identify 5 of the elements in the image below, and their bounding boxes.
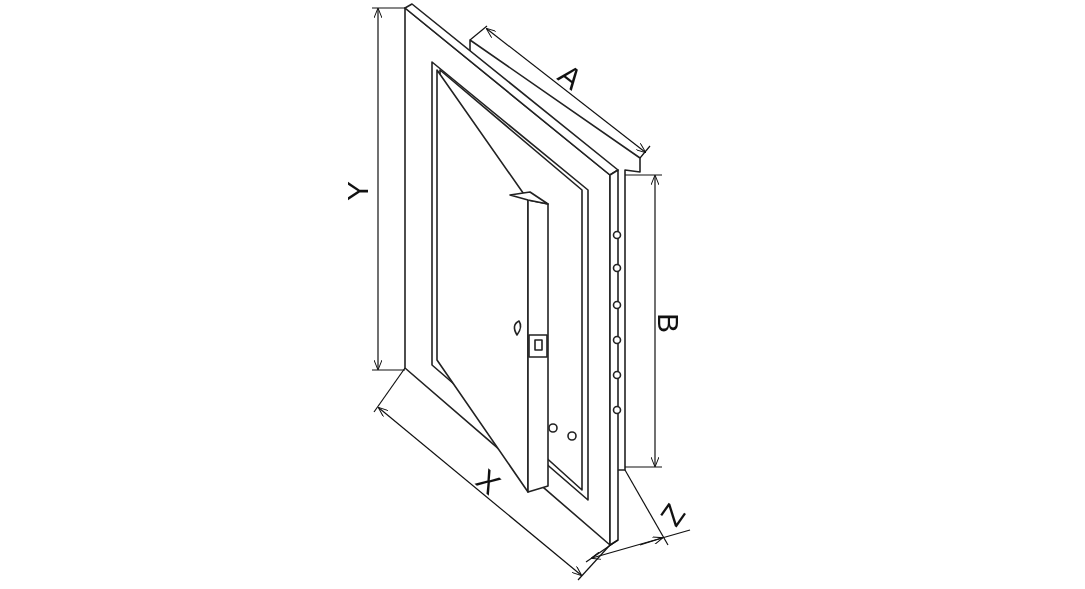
dimension-label: Z xyxy=(655,498,691,532)
dimension-label: X xyxy=(470,464,506,500)
dimension-label: B xyxy=(653,313,683,333)
dimension-label: A xyxy=(552,59,588,95)
dimension-label: Y xyxy=(343,181,373,201)
